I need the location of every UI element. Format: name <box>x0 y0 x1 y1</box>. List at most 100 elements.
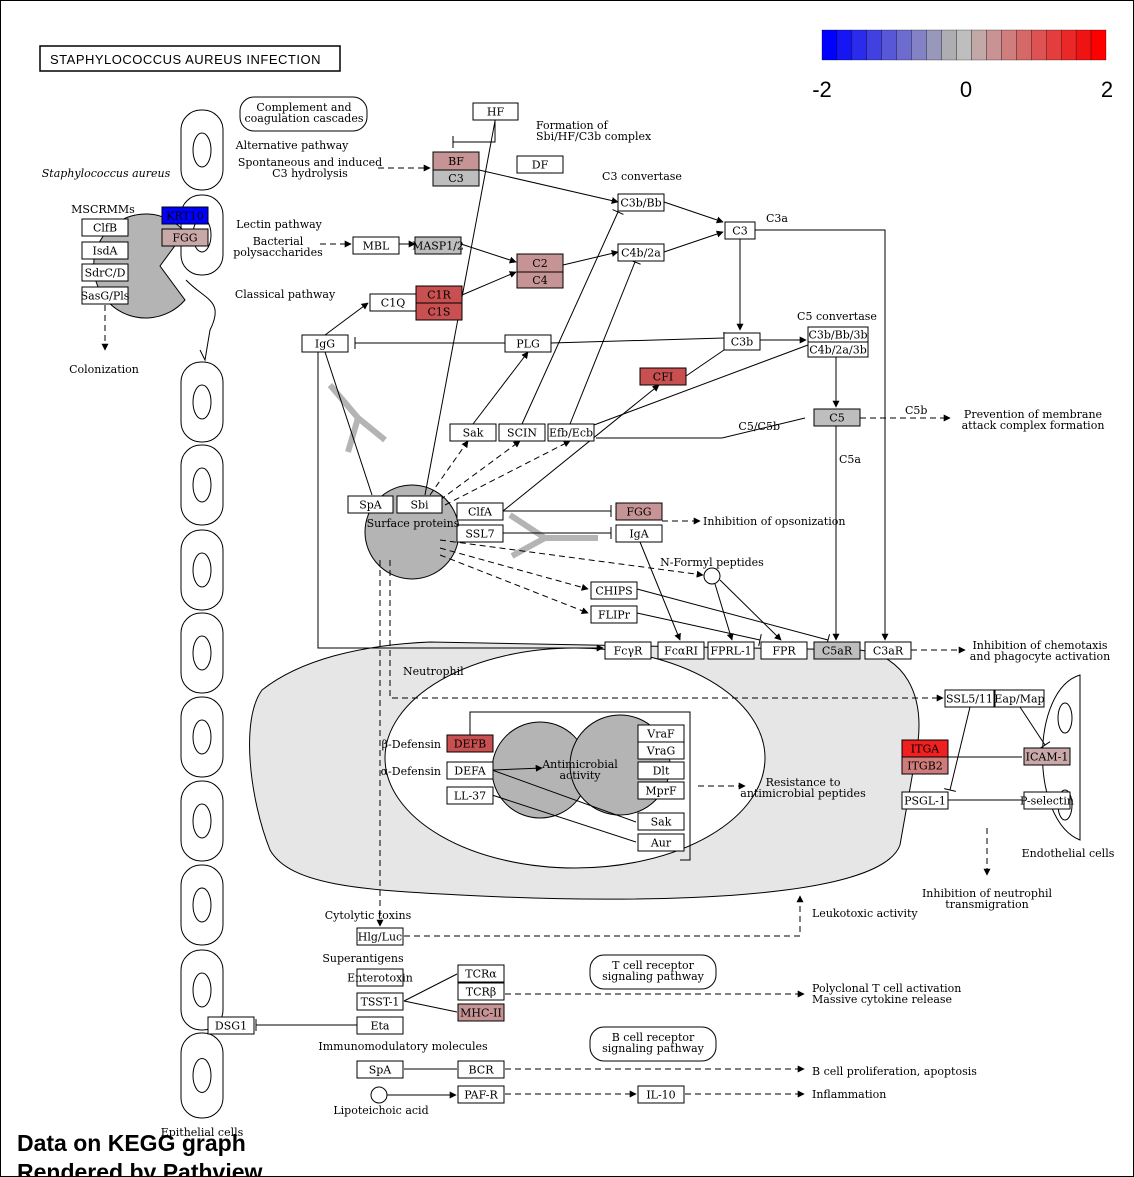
gene-node-c4b-2a[interactable]: C4b/2a <box>617 243 665 262</box>
gene-node-fc-ri[interactable]: FcαRI <box>657 641 705 660</box>
gene-node-fprl-1[interactable]: FPRL-1 <box>707 641 755 660</box>
gene-node-tcr[interactable]: TCRα <box>457 964 505 983</box>
gene-node-spa[interactable]: SpA <box>356 1060 404 1079</box>
gene-node-clfb[interactable]: ClfB <box>81 218 129 237</box>
gene-label: Sak <box>463 427 484 440</box>
gene-node-c3[interactable]: C3 <box>724 221 756 240</box>
gene-node-mbl[interactable]: MBL <box>352 236 400 255</box>
gene-node-krt10[interactable]: KRT10 <box>161 206 209 225</box>
gene-node-hf[interactable]: HF <box>472 102 519 121</box>
label-c5-c5b: C5/C5b <box>738 420 780 433</box>
gene-node-c1q[interactable]: C1Q <box>369 293 417 312</box>
edge <box>719 579 782 641</box>
gene-node-spa[interactable]: SpA <box>347 495 394 514</box>
gene-node-sbi[interactable]: Sbi <box>396 495 443 514</box>
gene-node-clfa[interactable]: ClfA <box>456 502 504 521</box>
gene-label: IgG <box>315 338 335 351</box>
label-epithelial-cells: Epithelial cells <box>161 1126 244 1139</box>
gene-node-itgb2[interactable]: ITGB2 <box>901 756 949 775</box>
label-lipoteichoic-acid: Lipoteichoic acid <box>333 1104 428 1117</box>
gene-node-c1r[interactable]: C1R <box>415 285 463 304</box>
gene-node-p-selectin[interactable]: P-selectin <box>1020 791 1074 810</box>
gene-node-c5ar[interactable]: C5aR <box>813 641 861 660</box>
epithelial-nucleus <box>192 132 212 168</box>
gene-node-igg[interactable]: IgG <box>301 334 349 353</box>
gene-node-fgg[interactable]: FGG <box>615 502 663 521</box>
gene-label: Eta <box>370 1020 389 1033</box>
edge <box>663 201 724 224</box>
gene-node-enterotoxin[interactable]: Enterotoxin <box>347 968 413 987</box>
gene-node-dsg1[interactable]: DSG1 <box>207 1016 255 1035</box>
gene-node-ssl7[interactable]: SSL7 <box>456 524 504 543</box>
gene-node-itga[interactable]: ITGA <box>901 739 949 758</box>
gene-node-flipr[interactable]: FLIPr <box>590 605 638 624</box>
gene-node-dlt[interactable]: Dlt <box>637 761 685 780</box>
gene-node-vraf[interactable]: VraF <box>637 724 685 743</box>
gene-node-scin[interactable]: SCIN <box>498 423 546 442</box>
gene-label: IL-10 <box>646 1089 675 1102</box>
edge <box>1019 706 1046 746</box>
gene-node-bcr[interactable]: BCR <box>457 1060 505 1079</box>
gene-node-tcr[interactable]: TCRβ <box>457 982 505 1001</box>
gene-node-efb-ecb[interactable]: Efb/Ecb <box>547 423 595 442</box>
gene-node-ssl5-11[interactable]: SSL5/11 <box>944 689 995 708</box>
gene-node-il-10[interactable]: IL-10 <box>637 1085 685 1104</box>
gene-node-iga[interactable]: IgA <box>615 524 663 543</box>
gene-node-c3ar[interactable]: C3aR <box>864 641 912 660</box>
label-c3a: C3a <box>766 212 788 225</box>
gene-node-vrag[interactable]: VraG <box>637 741 685 760</box>
gene-node-icam-1[interactable]: ICAM-1 <box>1023 747 1071 766</box>
gene-node-sak[interactable]: Sak <box>449 423 497 442</box>
gene-node-mprf[interactable]: MprF <box>637 781 685 800</box>
gene-node-paf-r[interactable]: PAF-R <box>457 1085 505 1104</box>
gene-node-c5[interactable]: C5 <box>813 408 861 427</box>
gene-node-tsst-1[interactable]: TSST-1 <box>356 992 404 1011</box>
gene-node-df[interactable]: DF <box>516 155 564 174</box>
edge-inhibit-bar <box>612 209 624 215</box>
gene-node-cfi[interactable]: CFI <box>639 367 687 386</box>
gene-node-psgl-1[interactable]: PSGL-1 <box>901 791 949 810</box>
gene-node-c3b-bb-3b[interactable]: C3b/Bb/3b <box>807 326 869 343</box>
scale-max-label: 2 <box>1101 77 1113 102</box>
gene-node-hlg-luc[interactable]: Hlg/Luc <box>356 927 404 946</box>
scale-mid-label: 0 <box>960 77 972 102</box>
gene-node-plg[interactable]: PLG <box>504 334 552 353</box>
gene-node-bf[interactable]: BF <box>432 151 480 171</box>
gene-node-fpr[interactable]: FPR <box>760 641 808 660</box>
gene-node-defa[interactable]: DEFA <box>446 761 494 780</box>
gene-node-c4b-2a-3b[interactable]: C4b/2a/3b <box>807 341 869 358</box>
gene-node-eta[interactable]: Eta <box>356 1016 404 1035</box>
gene-node-c1s[interactable]: C1S <box>415 302 463 321</box>
gene-node-eap-map[interactable]: Eap/Map <box>994 689 1045 708</box>
gene-label: SpA <box>359 499 383 512</box>
gene-node-c2[interactable]: C2 <box>516 253 564 273</box>
gene-node-ll-37[interactable]: LL-37 <box>446 786 494 805</box>
gene-node-aur[interactable]: Aur <box>637 833 685 852</box>
gene-node-c3[interactable]: C3 <box>432 169 480 187</box>
gene-node-sdrc-d[interactable]: SdrC/D <box>81 263 129 282</box>
gene-label: FPR <box>772 645 796 658</box>
edge <box>596 417 806 439</box>
gene-node-defb[interactable]: DEFB <box>446 734 494 753</box>
gene-node-chips[interactable]: CHIPS <box>590 581 638 600</box>
lipoteichoic-acid-compound <box>370 1086 388 1104</box>
gene-node-c3b[interactable]: C3b <box>723 332 761 351</box>
edge <box>439 547 589 591</box>
gene-label: C4b/2a <box>621 247 661 260</box>
label-c5a: C5a <box>839 453 861 466</box>
gene-node-sak[interactable]: Sak <box>637 812 685 831</box>
gene-node-masp1-2[interactable]: MASP1/2 <box>412 236 464 255</box>
pathway-title: STAPHYLOCOCCUS AUREUS INFECTION <box>39 45 341 72</box>
gene-node-c3b-bb[interactable]: C3b/Bb <box>617 193 665 212</box>
gene-node-c4[interactable]: C4 <box>516 271 564 289</box>
gene-node-isda[interactable]: IsdA <box>81 241 129 260</box>
gene-node-fgg[interactable]: FGG <box>161 228 209 247</box>
gene-node-sasg-pls[interactable]: SasG/Pls <box>81 286 130 305</box>
gene-node-mhc-ii[interactable]: MHC-II <box>457 1003 505 1022</box>
gene-node-fc-r[interactable]: FcγR <box>604 641 652 660</box>
